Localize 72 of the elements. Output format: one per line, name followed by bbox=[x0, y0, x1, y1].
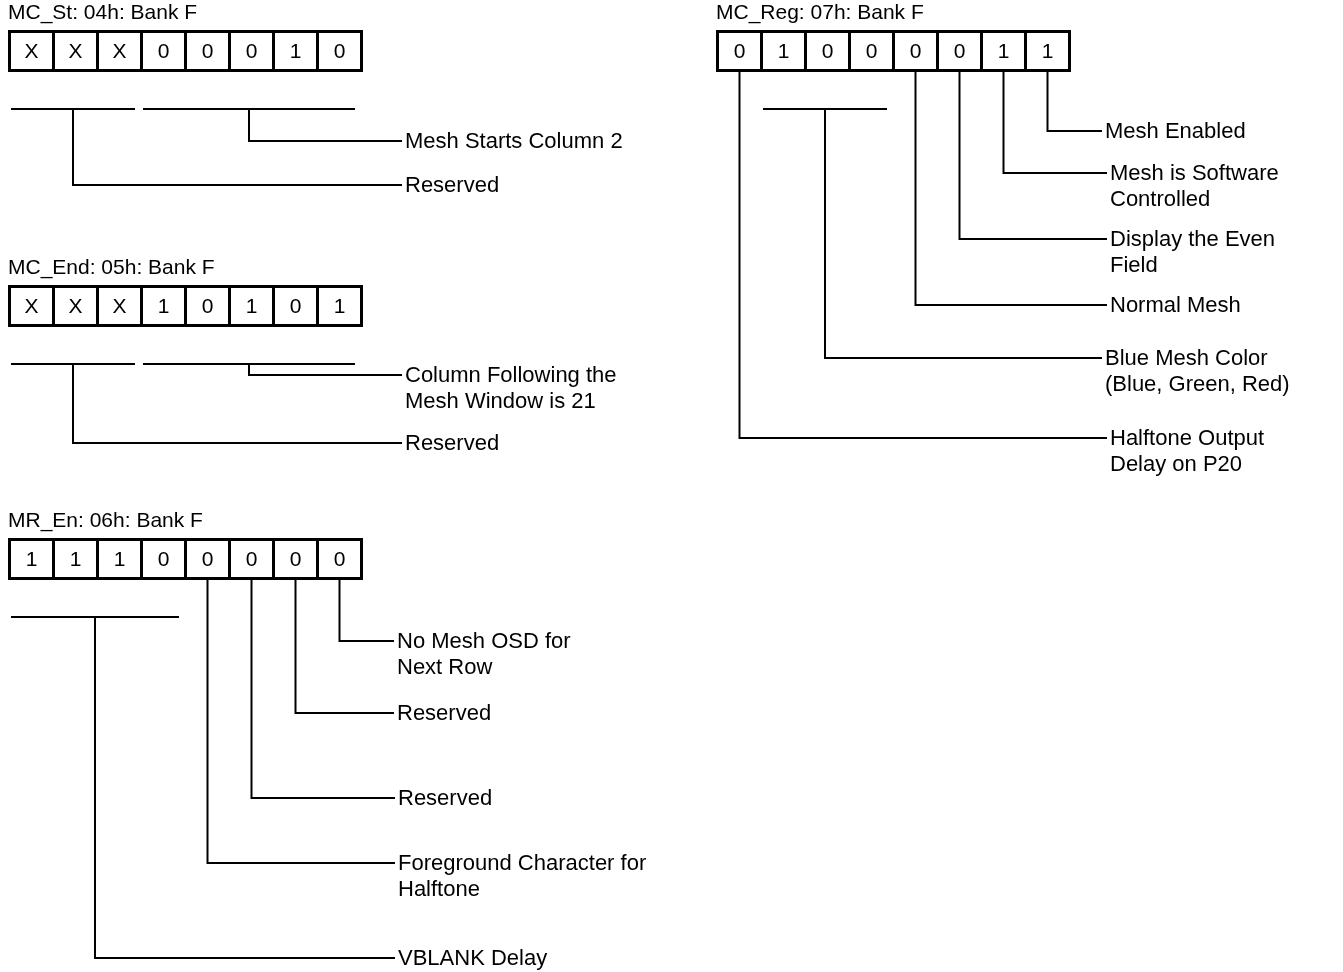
bracket-line bbox=[143, 363, 355, 365]
bracket-line bbox=[143, 108, 355, 110]
bracket-line bbox=[11, 616, 179, 618]
field-description: Reserved bbox=[398, 785, 598, 811]
field-description: Blue Mesh Color (Blue, Green, Red) bbox=[1105, 345, 1330, 397]
leader-line bbox=[958, 71, 1108, 240]
field-description: Display the Even Field bbox=[1110, 226, 1315, 278]
bit-cell: X bbox=[8, 285, 55, 327]
leader-line bbox=[1002, 71, 1108, 174]
field-description: Column Following the Mesh Window is 21 bbox=[405, 362, 675, 414]
bracket-line bbox=[763, 108, 887, 110]
bit-cell: X bbox=[8, 30, 55, 72]
bit-cell: 1 bbox=[52, 538, 99, 580]
field-description: Reserved bbox=[397, 700, 597, 726]
bit-cell: 1 bbox=[316, 285, 363, 327]
field-description: Foreground Character for Halftone bbox=[398, 850, 653, 902]
bit-cell: 1 bbox=[760, 30, 807, 72]
leader-line bbox=[1046, 71, 1103, 132]
bit-cell: 1 bbox=[1024, 30, 1071, 72]
field-description: Mesh Starts Column 2 bbox=[405, 128, 705, 154]
bit-cell: 0 bbox=[228, 538, 275, 580]
bit-cell: 0 bbox=[272, 538, 319, 580]
field-description: VBLANK Delay bbox=[398, 945, 618, 971]
leader-line bbox=[94, 616, 396, 959]
register-title: MC_Reg: 07h: Bank F bbox=[716, 0, 924, 24]
bit-cell: 0 bbox=[228, 30, 275, 72]
leader-line bbox=[72, 108, 403, 186]
field-description: Mesh Enabled bbox=[1105, 118, 1305, 144]
bit-cell: 0 bbox=[716, 30, 763, 72]
bit-cell: 0 bbox=[140, 30, 187, 72]
bit-cell: 0 bbox=[184, 538, 231, 580]
register-title: MC_St: 04h: Bank F bbox=[8, 0, 198, 24]
bit-cell: 0 bbox=[892, 30, 939, 72]
bit-cell: 0 bbox=[272, 285, 319, 327]
bracket-line bbox=[11, 363, 135, 365]
field-description: Reserved bbox=[405, 430, 605, 456]
leader-line bbox=[248, 108, 403, 142]
leader-line bbox=[338, 579, 395, 642]
bit-cell: X bbox=[52, 285, 99, 327]
bit-cell: 1 bbox=[96, 538, 143, 580]
leader-line bbox=[72, 363, 403, 444]
bit-cell: 1 bbox=[8, 538, 55, 580]
leader-line bbox=[206, 579, 396, 864]
bit-cell: 0 bbox=[316, 30, 363, 72]
bit-cell: 1 bbox=[980, 30, 1027, 72]
bit-cell: 0 bbox=[316, 538, 363, 580]
bit-cell: 0 bbox=[140, 538, 187, 580]
field-description: Halftone Output Delay on P20 bbox=[1110, 425, 1315, 477]
bit-cell: X bbox=[52, 30, 99, 72]
bit-cell: 0 bbox=[184, 30, 231, 72]
field-description: Mesh is Software Controlled bbox=[1110, 160, 1315, 212]
register-title: MR_En: 06h: Bank F bbox=[8, 508, 203, 532]
bit-cell: 0 bbox=[804, 30, 851, 72]
leader-line bbox=[250, 579, 396, 799]
bit-cell: 1 bbox=[272, 30, 319, 72]
field-description: Reserved bbox=[405, 172, 605, 198]
bit-cell: 0 bbox=[848, 30, 895, 72]
bit-cell: 0 bbox=[936, 30, 983, 72]
field-description: No Mesh OSD for Next Row bbox=[397, 628, 612, 680]
leader-line bbox=[248, 363, 403, 376]
bit-cell: 1 bbox=[140, 285, 187, 327]
leader-line bbox=[294, 579, 395, 714]
leader-line bbox=[738, 71, 1108, 439]
field-description: Normal Mesh bbox=[1110, 292, 1315, 318]
leader-line bbox=[824, 108, 1103, 359]
bit-cell: X bbox=[96, 285, 143, 327]
bracket-line bbox=[11, 108, 135, 110]
bit-cell: X bbox=[96, 30, 143, 72]
register-title: MC_End: 05h: Bank F bbox=[8, 255, 215, 279]
leader-line bbox=[914, 71, 1108, 306]
bit-cell: 1 bbox=[228, 285, 275, 327]
bit-cell: 0 bbox=[184, 285, 231, 327]
